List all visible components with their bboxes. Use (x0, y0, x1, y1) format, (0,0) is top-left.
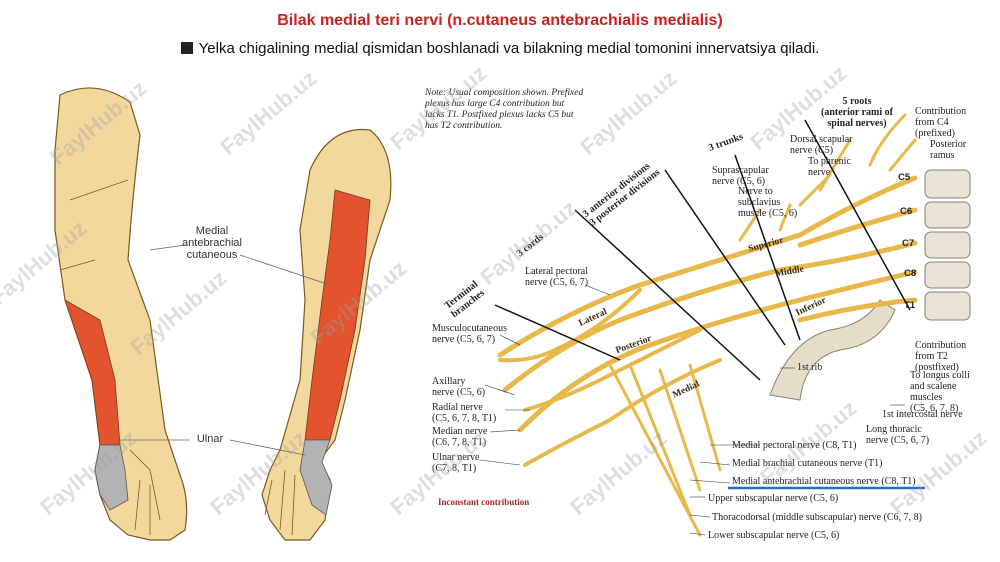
bullet-icon (180, 42, 193, 54)
first-intercostal-label: 1st intercostal nerve (882, 409, 963, 420)
lateral-pectoral-label: Lateral pectoral nerve (C5, 6, 7) (525, 266, 589, 288)
first-rib-label: 1st rib (797, 362, 823, 373)
plexus-figure (479, 113, 971, 537)
thoracodorsal-label: Thoracodorsal (middle subscapular) nerve… (712, 512, 922, 523)
arm-pointer-lines (120, 244, 331, 456)
ulnar-nerve-label: Ulnar nerve (C7, 8, T1) (432, 452, 480, 474)
plexus-nerves (497, 113, 918, 537)
upper-subscapular-label: Upper subscapular nerve (C5, 6) (708, 493, 839, 504)
contribution-c4-label: Contribution from C4 (prefixed) (915, 106, 967, 139)
root-c6-label: C6 (900, 206, 913, 217)
musculocutaneous-label: Musculocutaneous nerve (C5, 6, 7) (432, 323, 507, 345)
posterior-ramus-label: Posterior ramus (930, 139, 967, 161)
median-label: Median nerve (C6, 7, 8, T1) (432, 426, 488, 448)
roots-heading: 5 roots (anterior rami of spinal nerves) (820, 96, 893, 129)
root-c5-label: C5 (898, 172, 911, 183)
dorsal-scapular-label: Dorsal scapular nerve (C5) (790, 134, 853, 156)
medial-antebrachial-cutaneous-label: Medial antebrachial cutaneous nerve (C8,… (732, 476, 916, 487)
medial-antebrachial-label: Medial antebrachial cutaneous (182, 225, 242, 261)
radial-label: Radial nerve (C5, 6, 7, 8, T1) (432, 402, 497, 424)
inconstant-contribution-label: Inconstant contribution (438, 497, 530, 507)
axillary-label: Axillary nerve (C5, 6) (432, 376, 486, 398)
root-t1-label: T1 (904, 300, 916, 311)
nerve-to-subclavius-label: Nerve to subclavius muscle (C5, 6) (738, 186, 798, 219)
right-arm-figure (261, 128, 392, 541)
to-phrenic-label: To phrenic nerve (808, 156, 851, 178)
root-c7-label: C7 (902, 238, 915, 249)
first-rib (769, 299, 896, 401)
page-subtitle: Yelka chigalining medial qismidan boshla… (0, 40, 1000, 57)
medial-pectoral-label: Medial pectoral nerve (C8, T1) (732, 440, 857, 451)
medial-brachial-cutaneous-label: Medial brachial cutaneous nerve (T1) (732, 458, 883, 469)
left-arm-figure (54, 87, 188, 541)
contribution-t2-label: Contribution from T2 (postfixed) (915, 340, 967, 373)
ulnar-label: Ulnar (196, 433, 224, 445)
plexus-pointer-lines (479, 284, 905, 536)
plexus-note: Note: Usual composition shown. Prefixed … (425, 88, 584, 131)
vertebral-column (924, 169, 971, 321)
subtitle-text: Yelka chigalining medial qismidan boshla… (198, 40, 820, 57)
lower-subscapular-label: Lower subscapular nerve (C5, 6) (708, 530, 840, 541)
suprascapular-label: Suprascapular nerve (C5, 6) (712, 165, 769, 187)
root-c8-label: C8 (904, 268, 917, 279)
page-title: Bilak medial teri nervi (n.cutaneus ante… (277, 12, 723, 29)
longus-colli-label: To longus colli and scalene muscles (C5,… (910, 370, 970, 414)
plexus-division-lines (494, 119, 911, 381)
long-thoracic-label: Long thoracic nerve (C5, 6, 7) (866, 424, 930, 446)
